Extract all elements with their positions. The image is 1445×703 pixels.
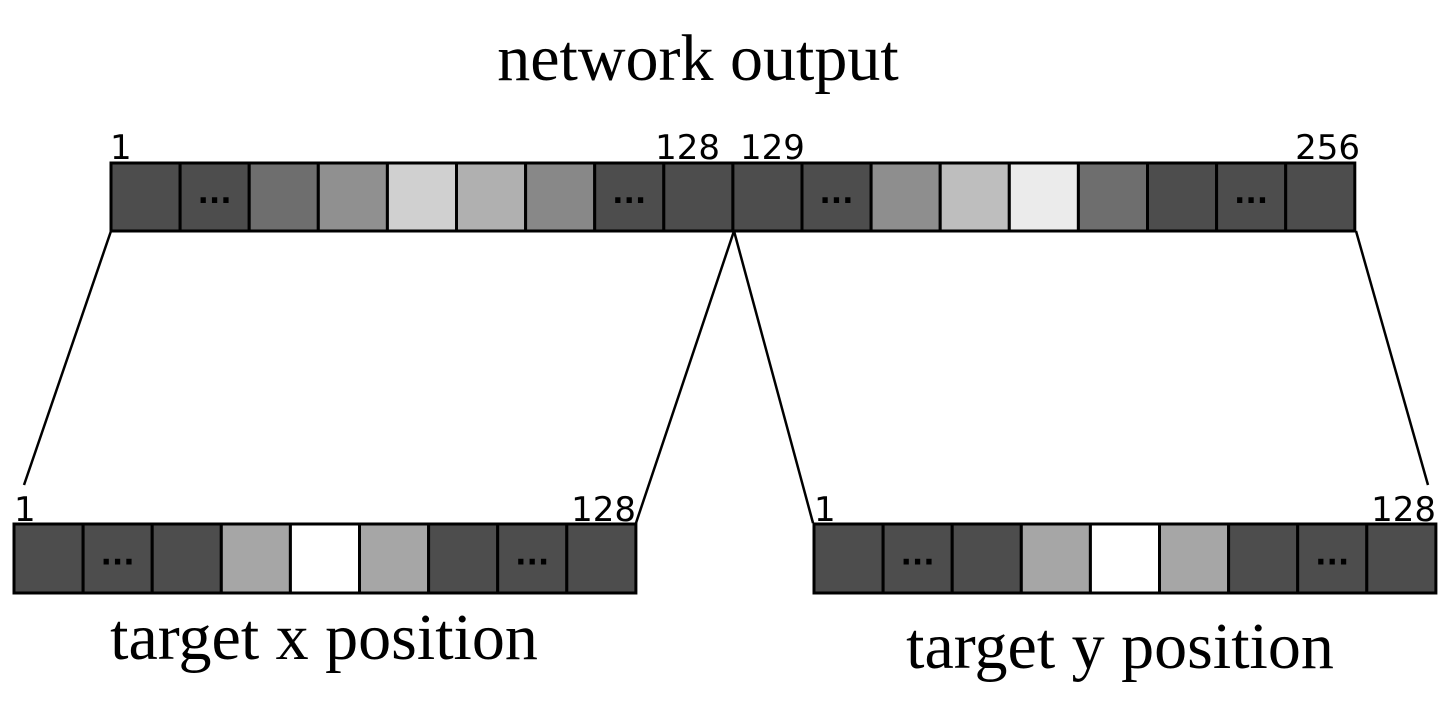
x-start-index: 1 [14, 490, 36, 530]
output-cell [938, 161, 1011, 233]
output-cell [1019, 522, 1092, 595]
output-cell [1088, 522, 1162, 595]
output-cell [385, 161, 458, 233]
connector-line-y-left [732, 230, 815, 524]
output-cell [455, 161, 528, 233]
target-x-bar: ...... [12, 522, 638, 595]
ellipsis-label: ... [515, 538, 549, 573]
output-cell [150, 522, 223, 595]
network-output-title: network output [497, 22, 898, 95]
connector-line-x-left [22, 230, 113, 486]
output-cell [12, 522, 85, 595]
ellipsis-label: ... [1234, 176, 1268, 211]
output-cell [524, 161, 597, 233]
output-cell [1284, 161, 1357, 233]
ellipsis-cell [800, 161, 873, 233]
output-cell [219, 522, 292, 595]
output-cell [358, 522, 431, 595]
output-cell [565, 522, 638, 595]
top-129-index: 129 [740, 128, 805, 168]
target-y-title: target y position [906, 610, 1334, 683]
output-cell [288, 522, 361, 595]
y-start-index: 1 [814, 490, 836, 530]
output-cell [1146, 161, 1219, 233]
output-cell [247, 161, 320, 233]
output-cell [662, 161, 735, 233]
target-x-title: target x position [110, 601, 538, 674]
target-y-bar: ...... [812, 522, 1438, 595]
top-128-index: 128 [655, 128, 720, 168]
connector-line-y-right [1354, 230, 1430, 486]
output-cell [950, 522, 1023, 595]
ellipsis-label: ... [197, 176, 231, 211]
output-cell [812, 522, 885, 595]
output-cell [1227, 522, 1300, 595]
output-cell [1007, 161, 1080, 233]
ellipsis-label: ... [1315, 538, 1349, 573]
top-256-index: 256 [1295, 128, 1360, 168]
output-cell [869, 161, 942, 233]
top-start-index: 1 [110, 128, 132, 168]
output-cell [109, 161, 182, 233]
network-output-bar: ............ [109, 161, 1357, 233]
output-cell [1365, 522, 1438, 595]
ellipsis-cell [1296, 522, 1369, 595]
output-cell [316, 161, 389, 233]
ellipsis-label: ... [900, 538, 934, 573]
output-cell [427, 522, 500, 595]
output-cell [1076, 161, 1150, 233]
ellipsis-cell [178, 161, 251, 233]
ellipsis-label: ... [612, 176, 646, 211]
ellipsis-label: ... [100, 538, 134, 573]
ellipsis-label: ... [819, 176, 853, 211]
connector-line-x-right [634, 230, 736, 524]
output-cell [731, 161, 804, 233]
ellipsis-cell [593, 161, 666, 233]
output-cell [1158, 522, 1231, 595]
